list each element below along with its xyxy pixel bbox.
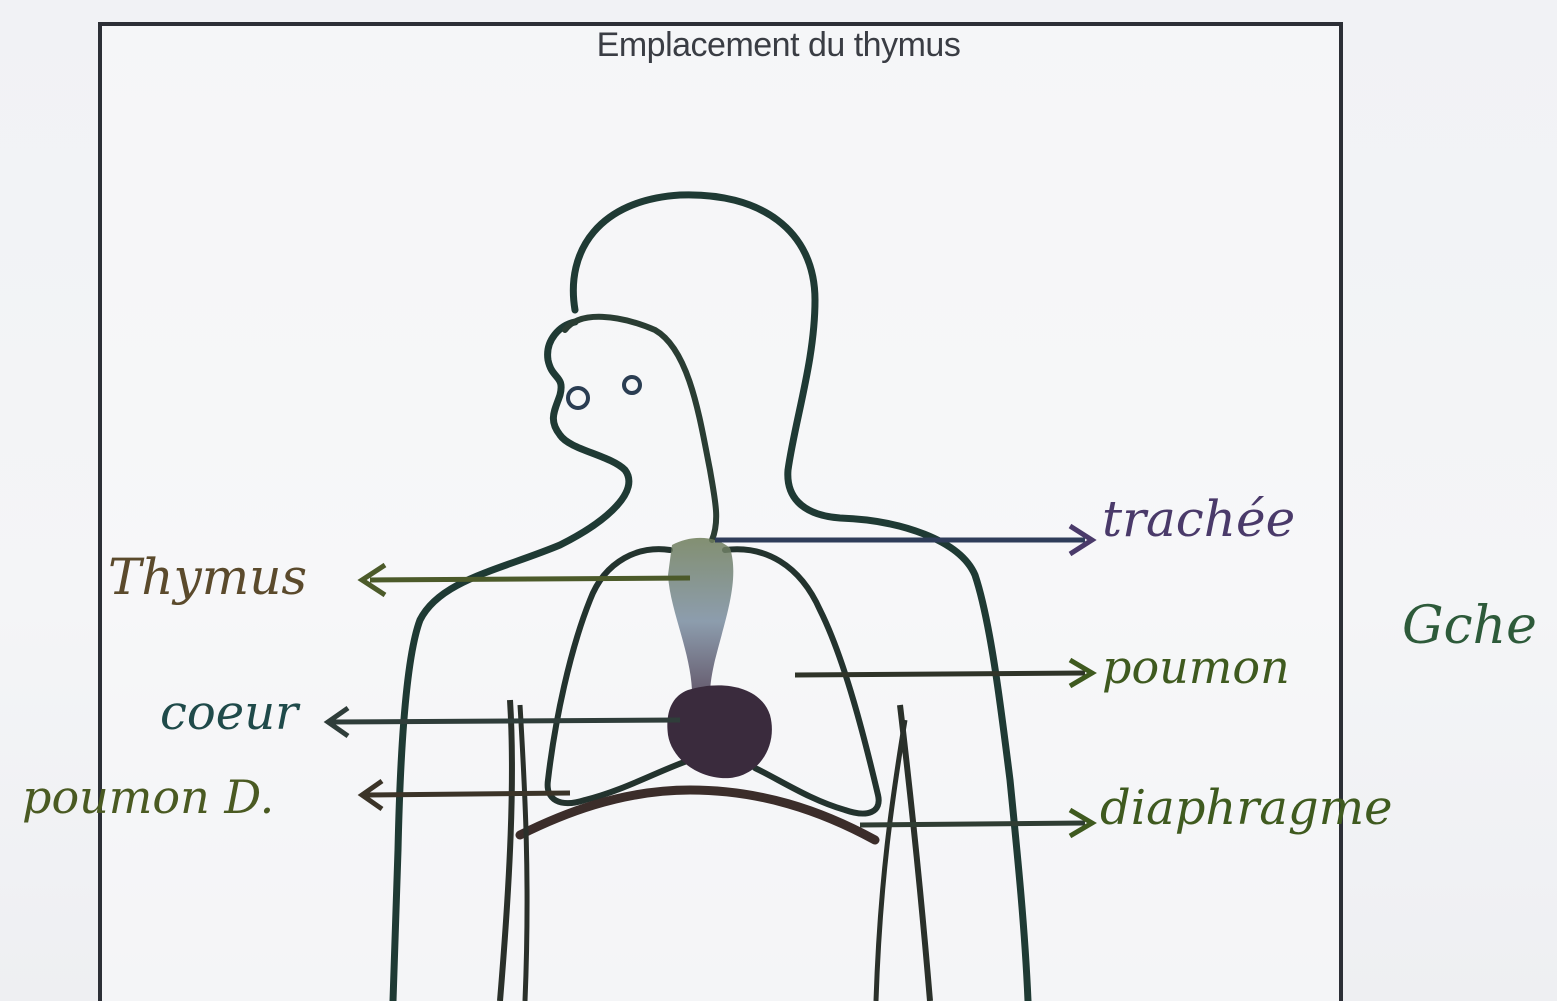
label-trachee: trachée — [1102, 490, 1295, 548]
diaphragme-pointer — [860, 823, 1085, 825]
label-diaphragme: diaphragme — [1100, 780, 1393, 836]
ear — [624, 377, 640, 393]
diaphragm-outline — [520, 790, 875, 840]
head-outline — [573, 195, 1028, 1001]
coeur-pointer — [330, 720, 680, 722]
arm-right-inner — [520, 705, 527, 1001]
face-outline — [393, 322, 629, 1001]
hair-outline — [565, 317, 716, 540]
label-poumon-gauche: poumon — [1102, 640, 1290, 694]
label-gauche-mark: Gche — [1402, 596, 1537, 656]
poumon-d-pointer — [365, 793, 570, 795]
arm-left — [900, 705, 930, 1001]
arm-right — [500, 700, 512, 1001]
left-lung-outline — [725, 549, 879, 813]
thymus-shape — [668, 538, 733, 705]
label-coeur: coeur — [160, 685, 298, 741]
label-thymus: Thymus — [108, 548, 307, 606]
thymus-pointer — [370, 578, 690, 580]
right-lung-outline — [548, 549, 690, 803]
eye — [568, 388, 588, 408]
poumon-g-pointer — [795, 673, 1085, 675]
arm-left-inner — [876, 720, 905, 1001]
label-poumon-droit: poumon D. — [22, 770, 274, 824]
